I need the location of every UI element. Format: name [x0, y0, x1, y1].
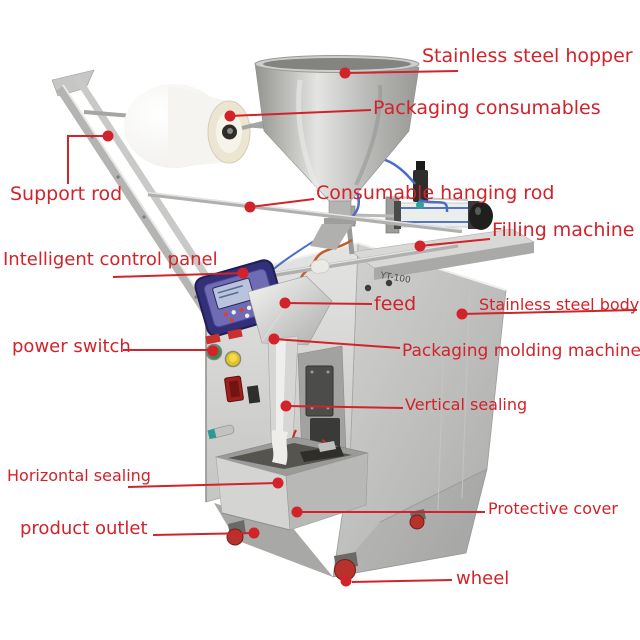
label-horizontal-sealing: Horizontal sealing — [7, 466, 151, 485]
label-support-rod: Support rod — [10, 183, 123, 205]
film-roll — [124, 84, 264, 168]
label-wheel: wheel — [456, 568, 510, 589]
model-label: YT-100 — [379, 271, 412, 286]
leader-lines — [67, 67, 638, 587]
panel-buttons — [223, 305, 252, 323]
label-power-switch: power switch — [12, 336, 131, 357]
label-product-outlet: product outlet — [20, 518, 148, 539]
sealing-box — [214, 430, 369, 531]
label-feed: feed — [374, 293, 417, 315]
label-filling-machine: Filling machine — [492, 219, 635, 241]
filling-machine — [237, 157, 493, 332]
label-packaging-molding-machine: Packaging molding machine — [402, 341, 640, 361]
label-stainless-steel-hopper: Stainless steel hopper — [422, 45, 633, 67]
solenoid-valve — [413, 170, 428, 202]
label-vertical-sealing: Vertical sealing — [405, 395, 528, 414]
label-stainless-steel-body: Stainless steel body — [479, 295, 640, 314]
label-consumable-hanging-rod: Consumable hanging rod — [316, 182, 555, 204]
label-intelligent-control-panel: Intelligent control panel — [3, 249, 218, 270]
label-protective-cover: Protective cover — [488, 499, 618, 518]
label-packaging-consumables: Packaging consumables — [373, 97, 601, 119]
hopper — [254, 55, 420, 250]
side-handle — [207, 424, 235, 440]
support-rod-frame — [51, 69, 239, 339]
